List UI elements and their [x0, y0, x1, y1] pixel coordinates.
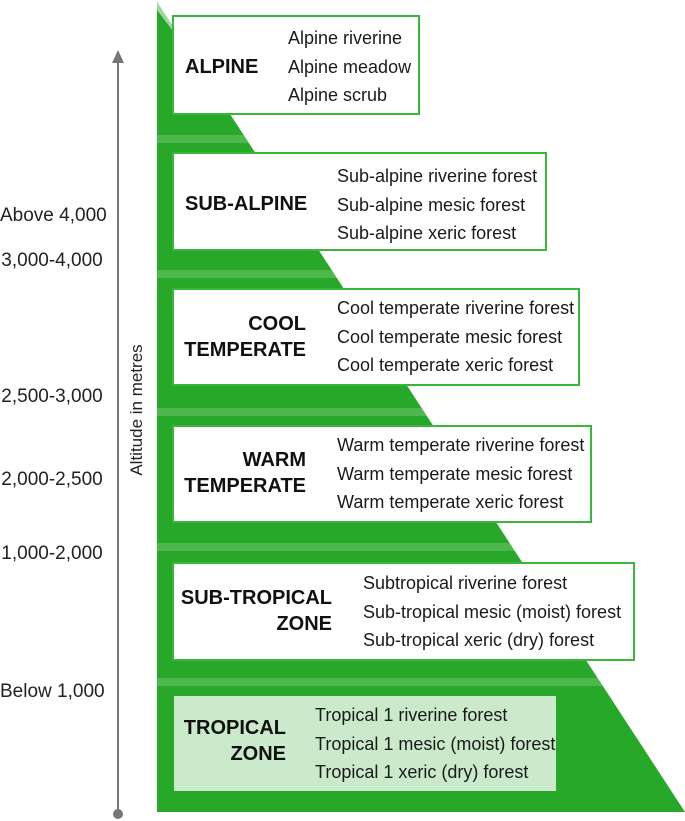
list-item: Alpine scrub — [288, 85, 388, 105]
zone-items-cool-temperate: Cool temperate riverine forest Cool temp… — [337, 294, 574, 380]
list-item: Tropical 1 riverine forest — [315, 705, 508, 725]
band-seam — [157, 270, 685, 278]
zone-box-warm-temperate — [172, 425, 592, 523]
zone-box-sub-alpine — [172, 152, 547, 251]
zone-box-cool-temperate — [172, 288, 580, 386]
list-item: Cool temperate mesic forest — [337, 326, 563, 347]
list-item: Warm temperate mesic forest — [337, 463, 573, 484]
altitude-label-2000-2500: 2,000-2,500 — [1, 469, 103, 490]
list-item: Alpine riverine — [288, 28, 403, 48]
zone-items-alpine: Alpine riverine Alpine meadow Alpine scr… — [288, 24, 411, 110]
altitude-label-1000-2000: 1,000-2,000 — [1, 543, 103, 564]
list-item: Sub-alpine riverine forest — [337, 166, 538, 186]
zone-items-sub-alpine: Sub-alpine riverine forest Sub-alpine me… — [337, 162, 537, 248]
list-item: Alpine meadow — [288, 56, 412, 77]
list-item: Tropical 1 mesic (moist) forest — [315, 733, 556, 754]
band-seam — [157, 678, 685, 686]
axis-arrowhead-icon — [112, 50, 124, 63]
zone-name-alpine: ALPINE — [185, 56, 259, 78]
list-item: Tropical 1 xeric (dry) forest — [315, 762, 529, 782]
band-seam — [157, 543, 685, 551]
list-item: Sub-alpine xeric forest — [337, 223, 517, 243]
axis-base-dot-icon — [113, 809, 123, 819]
altitude-label-above-4000: Above 4,000 — [0, 205, 107, 226]
band-seam — [157, 408, 685, 416]
zone-box-sub-tropical — [172, 562, 635, 661]
zone-name-sub-tropical: SUB-TROPICAL ZONE — [180, 587, 332, 635]
zone-box-tropical — [174, 696, 556, 791]
list-item: Warm temperate riverine forest — [337, 435, 585, 455]
list-item: Cool temperate xeric forest — [337, 355, 554, 375]
zone-name-cool-temperate: COOL TEMPERATE — [184, 313, 306, 361]
zone-items-warm-temperate: Warm temperate riverine forest Warm temp… — [337, 431, 584, 517]
list-item: Sub-alpine mesic forest — [337, 194, 526, 215]
zone-items-sub-tropical: Subtropical riverine forest Sub-tropical… — [363, 569, 621, 655]
altitude-label-2500-3000: 2,500-3,000 — [1, 386, 103, 407]
zone-name-tropical: TROPICAL ZONE — [183, 717, 286, 765]
zone-name-sub-alpine: SUB-ALPINE — [185, 193, 308, 215]
list-item: Subtropical riverine forest — [363, 573, 568, 593]
zone-name-warm-temperate: WARM TEMPERATE — [184, 449, 306, 497]
axis-title: Altitude in metres — [127, 344, 146, 476]
altitude-label-3000-4000: 3,000-4,000 — [1, 250, 103, 271]
zone-items-tropical: Tropical 1 riverine forest Tropical 1 me… — [315, 701, 555, 787]
list-item: Sub-tropical mesic (moist) forest — [363, 601, 622, 622]
list-item: Sub-tropical xeric (dry) forest — [363, 630, 595, 650]
zone-box-alpine — [172, 15, 420, 115]
list-item: Cool temperate riverine forest — [337, 298, 575, 318]
altitude-label-below-1000: Below 1,000 — [0, 681, 105, 702]
band-seam — [157, 135, 685, 143]
list-item: Warm temperate xeric forest — [337, 492, 564, 512]
